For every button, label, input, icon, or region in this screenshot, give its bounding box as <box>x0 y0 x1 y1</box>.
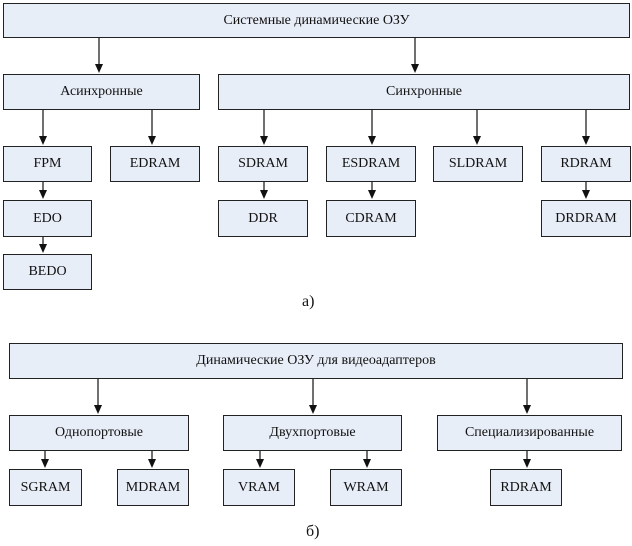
node-esdram: ESDRAM <box>326 146 416 182</box>
node-drdram: DRDRAM <box>541 200 631 237</box>
node-edram: EDRAM <box>110 146 200 182</box>
node-sync: Синхронные <box>218 74 630 110</box>
node-sldram: SLDRAM <box>433 146 523 182</box>
node-rdram: RDRAM <box>541 146 631 182</box>
node-fpm: FPM <box>3 146 92 182</box>
node-dual-port: Двухпортовые <box>223 415 402 451</box>
node-rdram-video: RDRAM <box>490 469 562 506</box>
node-specialized: Специализированные <box>437 415 622 451</box>
node-cdram: CDRAM <box>326 200 416 237</box>
node-system-dram: Системные динамические ОЗУ <box>3 3 630 38</box>
node-sdram: SDRAM <box>218 146 308 182</box>
caption-b: б) <box>306 523 320 540</box>
node-edo: EDO <box>3 200 92 237</box>
node-mdram: MDRAM <box>117 469 189 506</box>
caption-a: а) <box>302 293 315 310</box>
node-vram: VRAM <box>223 469 295 506</box>
node-single-port: Однопортовые <box>9 415 189 451</box>
node-video-dram: Динамические ОЗУ для видеоадаптеров <box>9 343 623 379</box>
node-sgram: SGRAM <box>9 469 82 506</box>
node-ddr: DDR <box>218 200 308 237</box>
node-wram: WRAM <box>330 469 402 506</box>
node-bedo: BEDO <box>3 254 92 290</box>
node-async: Асинхронные <box>3 74 200 110</box>
